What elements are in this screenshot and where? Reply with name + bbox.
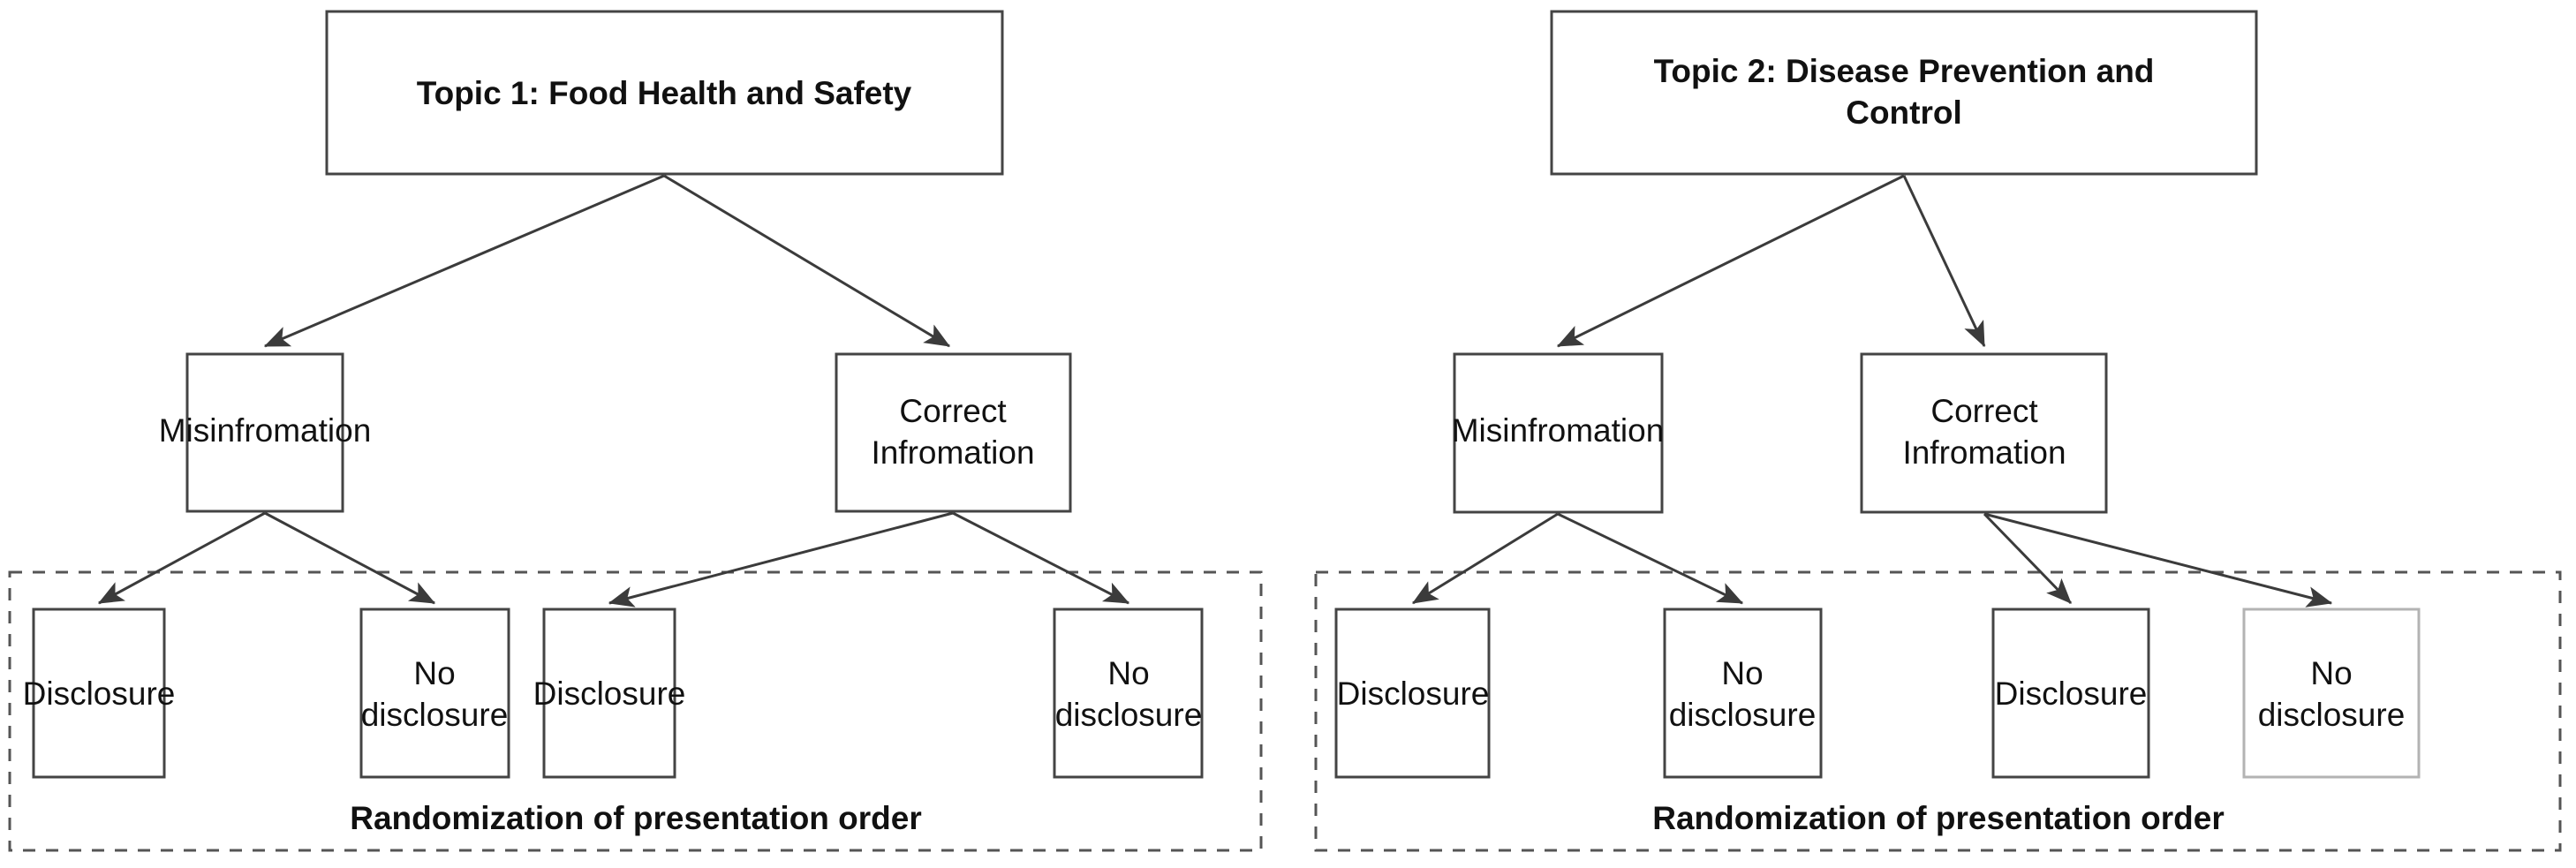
edge-correct2-to-disclosure — [1983, 512, 2073, 605]
topic-1-label: Topic 1: Food Health and Safety — [417, 75, 912, 111]
misinformation-label-1: Misinfromation — [159, 412, 372, 449]
no-disclosure-label-2b-line2: disclosure — [1669, 697, 1817, 733]
no-disclosure-label-1d-line2: disclosure — [1055, 697, 1203, 733]
disclosure-label-2c: Disclosure — [1995, 676, 2148, 712]
topic-2-label-line2: Control — [1846, 94, 1962, 131]
edge-mis2-to-disclosure — [1411, 512, 1559, 605]
no-disclosure-label-2b-line1: No — [1721, 655, 1763, 691]
misinformation-box-2[interactable] — [1453, 352, 1664, 514]
edge-correct1-to-disclosure — [608, 511, 954, 608]
disclosure-label-2a: Disclosure — [1337, 676, 1490, 712]
disclosure-label-1a: Disclosure — [23, 676, 176, 712]
edge-mis1-to-disclosure — [97, 511, 266, 605]
no-disclosure-box-2b[interactable] — [1663, 608, 1823, 779]
misinformation-box-1[interactable] — [185, 352, 344, 513]
disclosure-label-1c: Disclosure — [533, 676, 686, 712]
misinformation-label-2: Misinfromation — [1452, 412, 1665, 449]
no-disclosure-box-1d[interactable] — [1053, 608, 1204, 779]
topic-1-box[interactable] — [325, 10, 1004, 176]
edge-topic2-to-misinformation — [1556, 174, 1905, 348]
correct-information-box-1[interactable] — [835, 352, 1072, 513]
edge-correct2-to-no-disclosure — [1983, 512, 2333, 608]
disclosure-box-2a[interactable] — [1334, 608, 1491, 779]
edge-topic1-to-misinformation — [263, 174, 665, 348]
no-disclosure-box-1b[interactable] — [359, 608, 510, 779]
correct-information-box-2[interactable] — [1860, 352, 2108, 514]
disclosure-box-1a[interactable] — [32, 608, 166, 779]
randomization-label-1: Randomization of presentation order — [350, 800, 922, 836]
randomization-group-2 — [1314, 570, 2562, 852]
disclosure-box-2c[interactable] — [1991, 608, 2150, 779]
no-disclosure-label-2d-line1: No — [2310, 655, 2352, 691]
topic-2-box[interactable] — [1550, 10, 2258, 176]
disclosure-box-1c[interactable] — [542, 608, 676, 779]
edge-correct1-to-no-disclosure — [952, 511, 1130, 605]
panel-topic-2: Topic 2: Disease Prevention and Control … — [1314, 10, 2562, 852]
panel-topic-1: Topic 1: Food Health and Safety Misinfro… — [8, 10, 1263, 852]
correct-information-label-2-line2: Infromation — [1902, 434, 2066, 471]
no-disclosure-label-1b-line1: No — [413, 655, 455, 691]
correct-information-label-2-line1: Correct — [1930, 393, 2038, 429]
edge-topic1-to-correct-information — [663, 174, 951, 348]
correct-information-label-1-line1: Correct — [899, 393, 1007, 429]
randomization-label-2: Randomization of presentation order — [1652, 800, 2225, 836]
no-disclosure-label-1d-line1: No — [1107, 655, 1149, 691]
correct-information-label-1-line2: Infromation — [871, 434, 1034, 471]
randomization-group-1 — [8, 570, 1263, 852]
no-disclosure-label-1b-line2: disclosure — [361, 697, 509, 733]
no-disclosure-label-2d-line2: disclosure — [2258, 697, 2406, 733]
edge-topic2-to-correct-information — [1902, 175, 1986, 348]
no-disclosure-box-2d[interactable] — [2242, 608, 2421, 779]
edge-mis1-to-no-disclosure — [264, 511, 436, 605]
topic-2-label-line1: Topic 2: Disease Prevention and — [1654, 53, 2155, 89]
edge-mis2-to-no-disclosure — [1557, 512, 1744, 605]
